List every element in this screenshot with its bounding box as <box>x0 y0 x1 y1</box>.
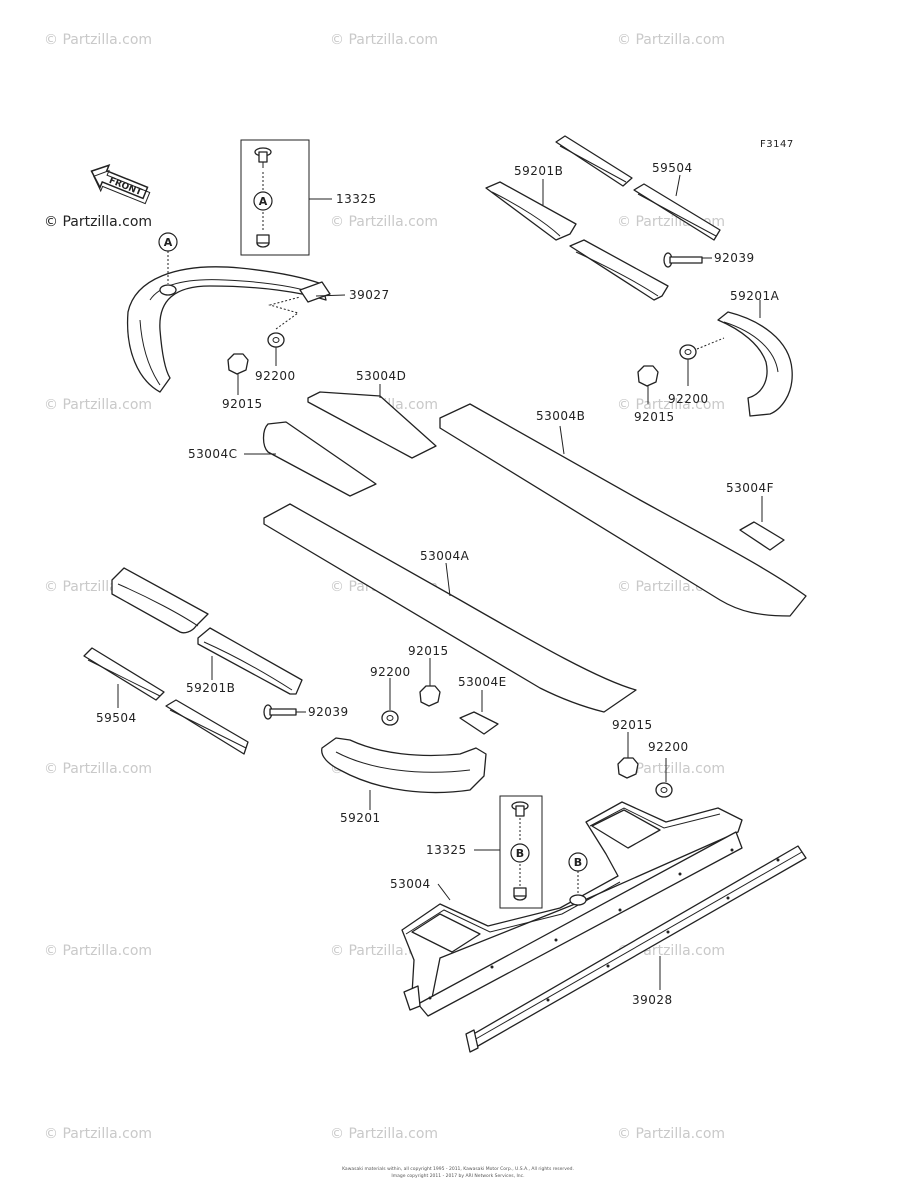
part-59201b-top <box>485 181 669 301</box>
part-53004b <box>439 403 807 617</box>
part-53004d <box>307 391 437 459</box>
label-92039-top: 92039 <box>714 251 755 265</box>
ref-marker-a-text: A <box>164 236 173 249</box>
figure-code: F3147 <box>760 139 794 150</box>
watermark: © Partzilla.com <box>617 32 725 48</box>
watermark: © Partzilla.com <box>617 1126 725 1142</box>
part-53004e <box>459 711 499 735</box>
label-53004b: 53004B <box>536 409 585 423</box>
label-92015-right: 92015 <box>634 410 675 424</box>
watermark: © Partzilla.com <box>617 761 725 777</box>
watermark: © Partzilla.com <box>44 397 152 413</box>
watermark-dark: © Partzilla.com <box>44 214 152 230</box>
part-39028 <box>465 845 807 1053</box>
part-92200-lower <box>655 782 673 798</box>
label-92015-lower: 92015 <box>612 718 653 732</box>
watermark: © Partzilla.com <box>44 32 152 48</box>
part-53004a <box>263 503 637 713</box>
label-92200-lower: 92200 <box>648 740 689 754</box>
part-13325-bottom <box>499 795 543 909</box>
part-92015-left <box>227 353 249 375</box>
part-53004f <box>739 521 785 551</box>
ref-marker-a-box <box>253 191 273 211</box>
part-53004c <box>262 421 377 497</box>
label-92015-mid: 92015 <box>408 644 449 658</box>
copyright-line-2: Image copyright 2011 - 2017 by ARI Netwo… <box>391 1173 524 1179</box>
label-53004d: 53004D <box>356 369 406 383</box>
part-92039-bottom <box>263 704 297 720</box>
watermark: © Partzilla.com <box>44 943 152 959</box>
ref-marker-a-box-text: A <box>259 195 268 208</box>
label-53004f: 53004F <box>726 481 774 495</box>
ref-marker-b-text: B <box>574 856 582 869</box>
label-39028: 39028 <box>632 993 673 1007</box>
label-59201b-top: 59201B <box>514 164 563 178</box>
part-92200-mid <box>381 710 399 726</box>
label-92200-right: 92200 <box>668 392 709 406</box>
front-arrow-icon: FRONT <box>90 164 151 205</box>
watermark: © Partzilla.com <box>330 1126 438 1142</box>
watermark: © Partzilla.com <box>617 397 725 413</box>
label-39027: 39027 <box>349 288 390 302</box>
label-13325-bottom: 13325 <box>426 843 467 857</box>
ref-marker-b-box-text: B <box>516 847 524 860</box>
part-53004 <box>401 801 743 1017</box>
label-13325-top: 13325 <box>336 192 377 206</box>
part-92200-left <box>267 332 285 348</box>
watermark: © Partzilla.com <box>330 32 438 48</box>
label-59201b-bottom: 59201B <box>186 681 235 695</box>
part-59504-top <box>555 135 721 241</box>
part-92015-lower <box>617 757 639 779</box>
watermark: © Partzilla.com <box>330 214 438 230</box>
part-59201 <box>321 737 487 794</box>
part-13325-top <box>240 139 310 256</box>
copyright-line-1: Kawasaki materials within, all copyright… <box>342 1166 574 1172</box>
label-59201a: 59201A <box>730 289 780 303</box>
label-59504-bottom: 59504 <box>96 711 137 725</box>
label-92200-left: 92200 <box>255 369 296 383</box>
label-53004a: 53004A <box>420 549 470 563</box>
label-59201: 59201 <box>340 811 381 825</box>
part-92039-top <box>663 252 703 268</box>
label-92200-mid: 92200 <box>370 665 411 679</box>
label-53004e: 53004E <box>458 675 507 689</box>
label-59504-top: 59504 <box>652 161 693 175</box>
label-53004: 53004 <box>390 877 431 891</box>
label-92015-left: 92015 <box>222 397 263 411</box>
part-92200-right <box>679 344 697 360</box>
label-92039-bottom: 92039 <box>308 705 349 719</box>
ref-marker-b-box <box>510 843 530 863</box>
part-39027 <box>126 266 331 393</box>
part-59201b-bottom <box>111 567 303 695</box>
part-59504-bottom <box>83 647 249 755</box>
part-92015-right <box>637 365 659 387</box>
label-53004c: 53004C <box>188 447 238 461</box>
part-59201a <box>717 311 793 417</box>
watermark: © Partzilla.com <box>44 1126 152 1142</box>
watermark: © Partzilla.com <box>44 761 152 777</box>
part-92015-mid <box>419 685 441 707</box>
